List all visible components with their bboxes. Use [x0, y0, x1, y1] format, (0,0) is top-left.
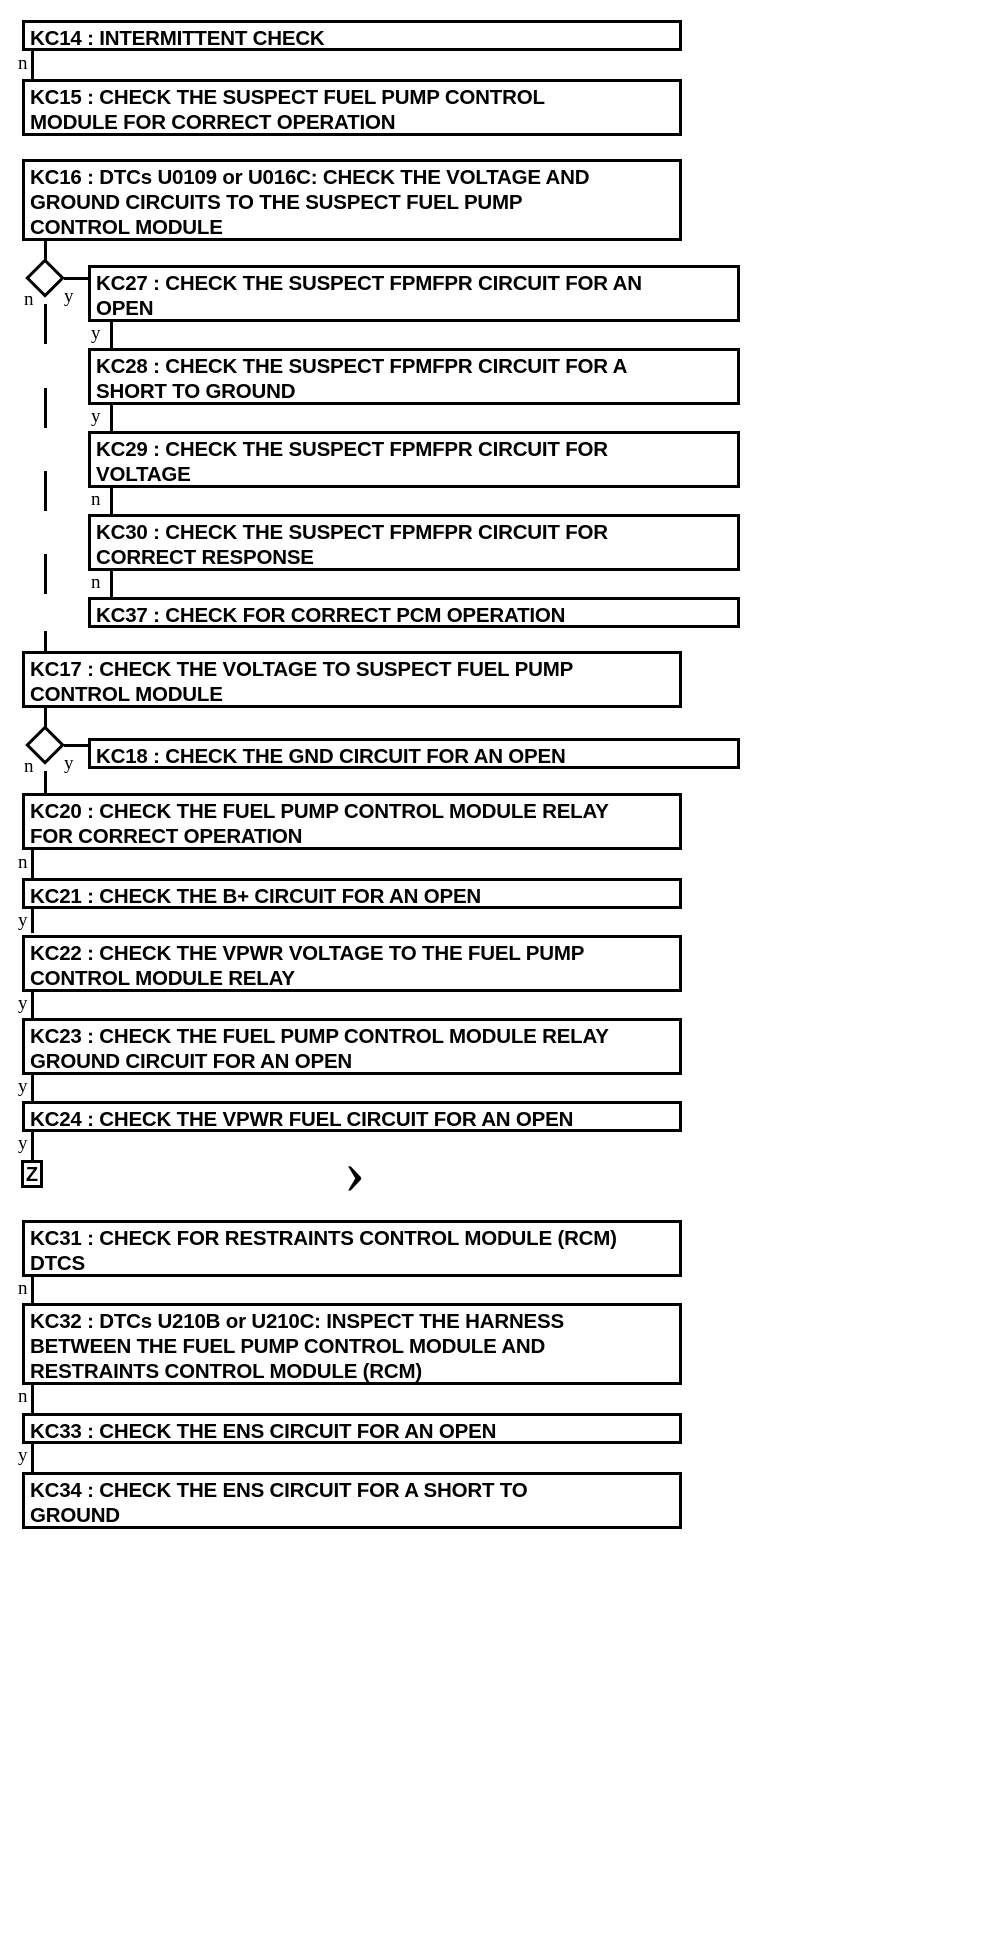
- edge-label-n: n: [91, 489, 101, 510]
- edge-label-n: n: [18, 852, 28, 873]
- edge-kc24-terminator: [31, 1132, 34, 1160]
- edge-kc14-kc15: [31, 51, 34, 79]
- edge-label-n: n: [18, 1278, 28, 1299]
- edge-kc31-kc32: [31, 1277, 34, 1303]
- flow-node-kc30[interactable]: KC30 : CHECK THE SUSPECT FPMFPR CIRCUIT …: [88, 514, 740, 571]
- flow-node-kc32[interactable]: KC32 : DTCs U210B or U210C: INSPECT THE …: [22, 1303, 682, 1385]
- edge-kc16-decision1: [44, 241, 47, 271]
- flow-node-kc27[interactable]: KC27 : CHECK THE SUSPECT FPMFPR CIRCUIT …: [88, 265, 740, 322]
- flow-node-kc33[interactable]: KC33 : CHECK THE ENS CIRCUIT FOR AN OPEN: [22, 1413, 682, 1444]
- edge-label-n: n: [24, 756, 34, 777]
- edge-decision2-kc20: [44, 771, 47, 795]
- flow-node-kc22[interactable]: KC22 : CHECK THE VPWR VOLTAGE TO THE FUE…: [22, 935, 682, 992]
- edge-label-n: n: [91, 572, 101, 593]
- edge-decision2-kc18: [64, 744, 92, 747]
- flow-node-kc15[interactable]: KC15 : CHECK THE SUSPECT FUEL PUMP CONTR…: [22, 79, 682, 136]
- edge-kc28-kc29: [110, 405, 113, 431]
- flow-node-kc28[interactable]: KC28 : CHECK THE SUSPECT FPMFPR CIRCUIT …: [88, 348, 740, 405]
- flow-node-kc16[interactable]: KC16 : DTCs U0109 or U016C: CHECK THE VO…: [22, 159, 682, 241]
- edge-decision1-kc17-seg2: [44, 388, 47, 428]
- flow-node-kc21[interactable]: KC21 : CHECK THE B+ CIRCUIT FOR AN OPEN: [22, 878, 682, 909]
- edge-kc30-kc37: [110, 571, 113, 597]
- edge-label-y: y: [91, 406, 101, 427]
- edge-decision1-kc17-seg3: [44, 471, 47, 511]
- edge-decision1-kc17-seg4: [44, 554, 47, 594]
- flow-node-kc34[interactable]: KC34 : CHECK THE ENS CIRCUIT FOR A SHORT…: [22, 1472, 682, 1529]
- edge-decision1-kc17-seg6: [44, 631, 47, 651]
- edge-kc27-kc28: [110, 322, 113, 348]
- edge-label-y: y: [18, 1076, 28, 1097]
- edge-kc33-kc34: [31, 1444, 34, 1472]
- edge-decision1-kc17-seg1: [44, 304, 47, 344]
- flow-node-kc18[interactable]: KC18 : CHECK THE GND CIRCUIT FOR AN OPEN: [88, 738, 740, 769]
- edge-label-n: n: [18, 1386, 28, 1407]
- edge-kc32-kc33: [31, 1385, 34, 1413]
- flow-node-kc20[interactable]: KC20 : CHECK THE FUEL PUMP CONTROL MODUL…: [22, 793, 682, 850]
- edge-label-n: n: [24, 289, 34, 310]
- edge-kc23-kc24: [31, 1075, 34, 1101]
- edge-label-y: y: [64, 753, 74, 774]
- terminator-z[interactable]: Z: [21, 1160, 43, 1188]
- flow-node-kc24[interactable]: KC24 : CHECK THE VPWR FUEL CIRCUIT FOR A…: [22, 1101, 682, 1132]
- flow-node-kc14[interactable]: KC14 : INTERMITTENT CHECK: [22, 20, 682, 51]
- edge-kc21-kc22: [31, 909, 34, 933]
- chevron-right-icon: ›: [344, 1136, 366, 1207]
- flow-node-kc37[interactable]: KC37 : CHECK FOR CORRECT PCM OPERATION: [88, 597, 740, 628]
- edge-kc29-kc30: [110, 488, 113, 514]
- edge-label-y: y: [91, 323, 101, 344]
- edge-label-y: y: [64, 286, 74, 307]
- edge-label-n: n: [18, 53, 28, 74]
- edge-label-y: y: [18, 1445, 28, 1466]
- flow-node-kc23[interactable]: KC23 : CHECK THE FUEL PUMP CONTROL MODUL…: [22, 1018, 682, 1075]
- flow-node-kc29[interactable]: KC29 : CHECK THE SUSPECT FPMFPR CIRCUIT …: [88, 431, 740, 488]
- edge-kc17-decision2: [44, 708, 47, 738]
- edge-label-y: y: [18, 910, 28, 931]
- edge-kc20-kc21: [31, 850, 34, 878]
- edge-decision1-kc27: [64, 277, 92, 280]
- edge-kc22-kc23: [31, 992, 34, 1018]
- edge-label-y: y: [18, 1133, 28, 1154]
- edge-label-y: y: [18, 993, 28, 1014]
- flow-node-kc31[interactable]: KC31 : CHECK FOR RESTRAINTS CONTROL MODU…: [22, 1220, 682, 1277]
- flow-node-kc17[interactable]: KC17 : CHECK THE VOLTAGE TO SUSPECT FUEL…: [22, 651, 682, 708]
